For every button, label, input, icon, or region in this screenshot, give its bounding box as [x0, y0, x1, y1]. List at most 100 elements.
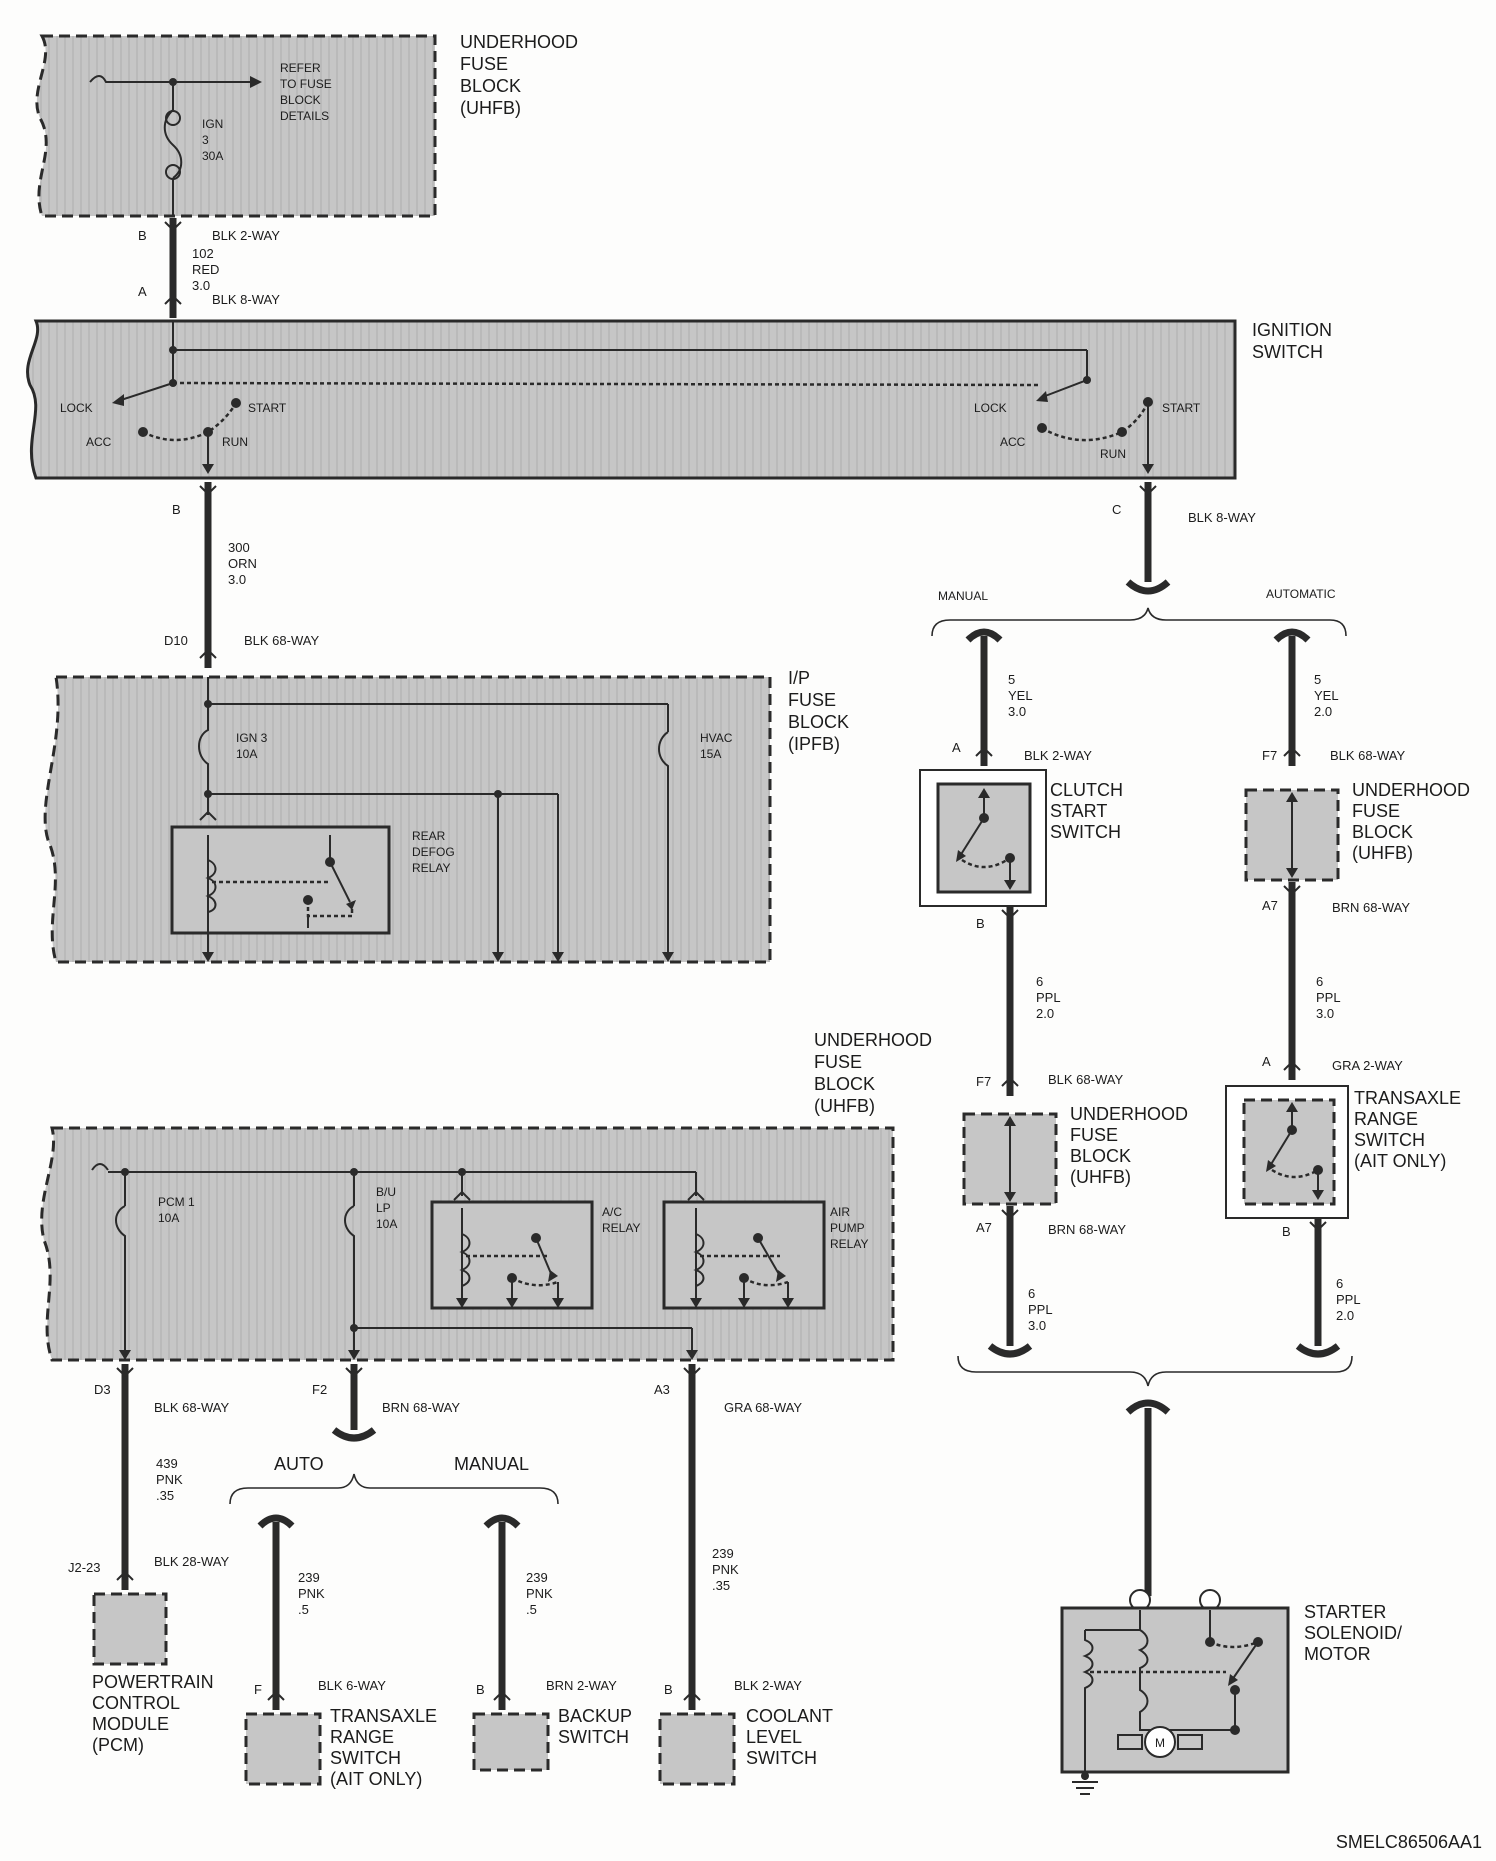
svg-text:REFER: REFER: [280, 61, 321, 75]
svg-text:6: 6: [1336, 1276, 1343, 1291]
svg-text:10A: 10A: [158, 1211, 179, 1225]
svg-text:LEVEL: LEVEL: [746, 1727, 802, 1747]
manual-wire1-labels: 5 YEL 3.0 A BLK 2-WAY: [952, 672, 1092, 763]
svg-text:MODULE: MODULE: [92, 1714, 169, 1734]
motor-symbol-label: M: [1155, 1736, 1165, 1750]
brace-top-right: [931, 607, 1347, 637]
uhfb-lower-block: [40, 1126, 895, 1362]
svg-text:SWITCH: SWITCH: [1252, 342, 1323, 362]
svg-text:PNK: PNK: [156, 1472, 183, 1487]
auto-uhfb-label: UNDERHOOD FUSE BLOCK (UHFB): [1352, 780, 1470, 863]
svg-text:FUSE: FUSE: [460, 54, 508, 74]
svg-text:RANGE: RANGE: [1354, 1109, 1418, 1129]
svg-text:D3: D3: [94, 1382, 111, 1397]
ignition-switch-positions: LOCK START ACC RUN LOCK START ACC RUN: [60, 401, 1201, 461]
figure-code: SMELC86506AA1: [1336, 1832, 1482, 1852]
auto-wire2-labels: A7 BRN 68-WAY 6 PPL 3.0 A GRA 2-WAY: [1262, 898, 1410, 1073]
svg-text:FUSE: FUSE: [814, 1052, 862, 1072]
svg-text:SOLENOID/: SOLENOID/: [1304, 1623, 1402, 1643]
svg-text:239: 239: [298, 1570, 320, 1585]
svg-text:PCM 1: PCM 1: [158, 1195, 195, 1209]
clutch-start-switch-label: CLUTCH START SWITCH: [1050, 780, 1123, 842]
svg-text:(UHFB): (UHFB): [1070, 1167, 1131, 1187]
svg-text:10A: 10A: [236, 747, 257, 761]
svg-text:AUTOMATIC: AUTOMATIC: [1266, 587, 1336, 601]
svg-text:SWITCH: SWITCH: [330, 1748, 401, 1768]
auto-transaxle-range-switch: [1225, 1085, 1349, 1219]
svg-text:UNDERHOOD: UNDERHOOD: [814, 1030, 932, 1050]
svg-text:SWITCH: SWITCH: [1050, 822, 1121, 842]
svg-text:FUSE: FUSE: [1070, 1125, 1118, 1145]
svg-text:BLK 2-WAY: BLK 2-WAY: [212, 228, 280, 243]
ipfb-title: I/P FUSE BLOCK (IPFB): [788, 668, 849, 754]
svg-text:CLUTCH: CLUTCH: [1050, 780, 1123, 800]
svg-text:BLK 8-WAY: BLK 8-WAY: [212, 292, 280, 307]
svg-text:REAR: REAR: [412, 829, 446, 843]
svg-text:POWERTRAIN: POWERTRAIN: [92, 1672, 214, 1692]
svg-text:DEFOG: DEFOG: [412, 845, 455, 859]
svg-text:6: 6: [1316, 974, 1323, 989]
svg-text:BRN 68-WAY: BRN 68-WAY: [1048, 1222, 1126, 1237]
svg-text:F: F: [254, 1682, 262, 1697]
pcm-box: [92, 1592, 168, 1666]
conn-uhfb-ign-labels: B BLK 2-WAY 102 RED 3.0 A BLK 8-WAY: [138, 228, 280, 307]
auto-wire1-labels: 5 YEL 2.0 F7 BLK 68-WAY: [1262, 672, 1405, 763]
svg-text:IGNITION: IGNITION: [1252, 320, 1332, 340]
svg-text:UNDERHOOD: UNDERHOOD: [1070, 1104, 1188, 1124]
svg-text:3.0: 3.0: [1008, 704, 1026, 719]
manual-wire3-labels: A7 BRN 68-WAY 6 PPL 3.0: [976, 1220, 1126, 1333]
svg-text:SWITCH: SWITCH: [558, 1727, 629, 1747]
svg-text:MANUAL: MANUAL: [454, 1454, 529, 1474]
svg-text:LOCK: LOCK: [974, 401, 1007, 415]
svg-text:(UHFB): (UHFB): [1352, 843, 1413, 863]
svg-text:30A: 30A: [202, 149, 223, 163]
svg-text:MANUAL: MANUAL: [938, 589, 988, 603]
ipfb-fuse-labels: IGN 3 10A HVAC 15A: [236, 731, 733, 761]
svg-text:300: 300: [228, 540, 250, 555]
svg-text:A7: A7: [976, 1220, 992, 1235]
svg-text:SWITCH: SWITCH: [746, 1748, 817, 1768]
svg-text:B: B: [664, 1682, 673, 1697]
svg-text:BLK 2-WAY: BLK 2-WAY: [1024, 748, 1092, 763]
svg-text:3: 3: [202, 133, 209, 147]
svg-text:3.0: 3.0: [1316, 1006, 1334, 1021]
svg-text:2.0: 2.0: [1036, 1006, 1054, 1021]
svg-text:BLK 68-WAY: BLK 68-WAY: [244, 633, 319, 648]
svg-text:(UHFB): (UHFB): [814, 1096, 875, 1116]
auto-uhfb-block: [1244, 788, 1340, 882]
uhfb-top-note: REFER TO FUSE BLOCK DETAILS: [280, 61, 332, 123]
svg-text:RELAY: RELAY: [830, 1237, 868, 1251]
bu-branch-labels: AUTO MANUAL: [274, 1454, 529, 1474]
svg-text:BACKUP: BACKUP: [558, 1706, 632, 1726]
svg-text:YEL: YEL: [1314, 688, 1339, 703]
svg-text:A/C: A/C: [602, 1205, 622, 1219]
svg-text:START: START: [248, 401, 287, 415]
starter-solenoid-motor: [1060, 1589, 1290, 1795]
bu-right-labels: 239 PNK .5 B BRN 2-WAY: [476, 1570, 617, 1697]
svg-text:PPL: PPL: [1336, 1292, 1361, 1307]
svg-text:.35: .35: [712, 1578, 730, 1593]
ignition-switch-block: [26, 319, 1237, 480]
svg-text:BLK 2-WAY: BLK 2-WAY: [734, 1678, 802, 1693]
svg-text:BLK 68-WAY: BLK 68-WAY: [154, 1400, 229, 1415]
svg-text:YEL: YEL: [1008, 688, 1033, 703]
svg-text:B: B: [138, 228, 147, 243]
branch-labels: MANUAL AUTOMATIC: [938, 587, 1336, 603]
svg-text:START: START: [1050, 801, 1107, 821]
svg-text:B: B: [1282, 1224, 1291, 1239]
svg-text:C: C: [1112, 502, 1121, 517]
uhfb-lower-fuse-labels: PCM 1 10A B/U LP 10A A/C RELAY AIR PUMP …: [158, 1185, 868, 1251]
svg-text:A: A: [952, 740, 961, 755]
svg-text:439: 439: [156, 1456, 178, 1471]
svg-text:COOLANT: COOLANT: [746, 1706, 833, 1726]
conn-ign-c-labels: C BLK 8-WAY: [1112, 502, 1256, 525]
conn-ign-ipfb-labels: B 300 ORN 3.0 D10 BLK 68-WAY: [164, 502, 319, 648]
svg-text:F2: F2: [312, 1382, 327, 1397]
svg-text:J2-23: J2-23: [68, 1560, 101, 1575]
svg-text:BLK 8-WAY: BLK 8-WAY: [1188, 510, 1256, 525]
svg-text:.5: .5: [526, 1602, 537, 1617]
svg-text:F7: F7: [1262, 748, 1277, 763]
left-trs-box: [244, 1712, 322, 1786]
manual-wire2-labels: B 6 PPL 2.0 F7 BLK 68-WAY: [976, 916, 1123, 1089]
ign3-30a-fuse-label: IGN 3 30A: [202, 117, 223, 163]
